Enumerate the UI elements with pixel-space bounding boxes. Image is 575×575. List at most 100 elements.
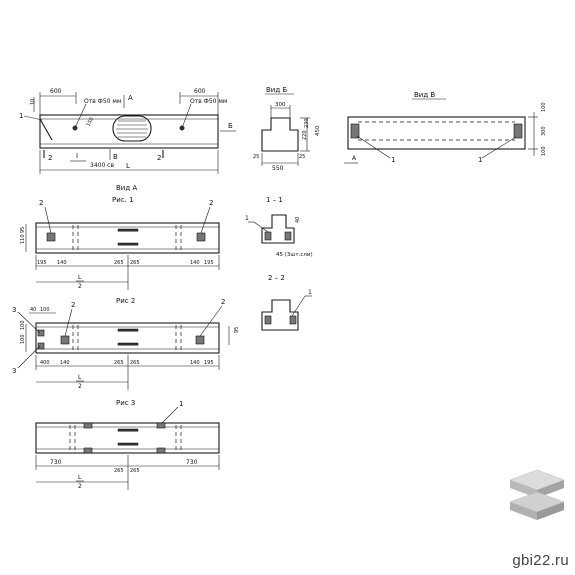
dim-220: 220 [302,130,308,140]
hole-right-marker [179,125,185,131]
fig1-label-2b: 2 [209,199,213,207]
fig1-dim-195b: 195 [204,260,214,266]
fig2-dim-100b: 100 [20,334,26,344]
logo-icon [509,469,565,520]
sec11-title: 1 – 1 [266,196,283,204]
sec22-insert-left [264,315,272,325]
fig2-insert-d [195,335,205,345]
view-v-label-1b: 1 [478,156,482,164]
insert-left [350,123,360,139]
fig1-label-2a: 2 [39,199,43,207]
hole-left-label: Отв Ф50 мм [84,98,121,105]
sec22-title: 2 – 2 [268,274,285,282]
fig2-label-2a: 2 [71,301,75,309]
cross-section-shape [261,117,299,152]
view-b-title: Вид Б [266,86,287,94]
figure-3: Рис 3 1 730 265 265 730 L 2 [35,399,220,490]
fig2-dim-100: 100 [40,307,50,313]
sec11-insert-right [284,231,292,241]
section-1-1: 1 – 1 1 40 45 (3шт.сли) [245,196,313,258]
view-v-label-1a: 1 [391,156,395,164]
sec11-insert-left [264,231,272,241]
dim-v-300: 300 [541,126,547,136]
view-v: Вид В 1 1 А 100 300 100 [344,91,547,164]
view-v-outline [347,116,526,150]
fig3-frac-L: L [78,474,82,481]
dim-230: 230 [304,118,310,128]
fig3-beam [35,422,220,454]
fig2-label-3b: 3 [12,367,16,375]
sec11-shape [261,214,295,244]
figure-2: Рис 2 2 2 3 3 40 100 100 100 95 400 [12,297,240,390]
figure-1: Вид А Рис. 1 2 2 110 95 195 140 265 265 … [20,184,220,290]
fig1-subtitle: Рис. 1 [112,196,134,204]
fig1-insert-right [196,232,206,242]
fig1-dim-265a: 265 [114,260,124,266]
spacing-3400: 3400 св [90,162,114,169]
fig2-dim-100c: 100 [20,320,26,330]
sec11-dim-40: 40 [295,217,301,223]
dim-25-right: 25 [299,154,305,160]
fig1-dim-195: 195 [37,260,47,266]
fig1-beam [35,222,220,254]
fig3-title: Рис 3 [116,399,135,407]
fig3-insert-bl [83,447,93,454]
fig3-label-1: 1 [179,400,183,408]
fig3-frac-2: 2 [78,483,82,490]
fig1-grip-top [117,228,139,232]
length-L: L [126,162,130,170]
fig3-dim-265a: 265 [114,468,124,474]
dim-25-left: 25 [253,154,259,160]
watermark: gbi22.ru [512,552,569,569]
dim-450: 450 [315,125,321,136]
mark-v: В [113,153,118,161]
fig3-dim-730a: 730 [50,459,62,466]
section-2-2: 2 – 2 1 [261,274,312,331]
fig2-dim-95: 95 [234,327,240,333]
fig2-dim-140: 140 [60,360,70,366]
dim-150: 150 [85,116,95,127]
fig1-title: Вид А [116,184,137,192]
fig2-beam [35,322,220,354]
section-2-mark: 2 [48,154,52,162]
fig3-grip-top [117,428,139,432]
fig3-dim-730b: 730 [186,459,198,466]
fig2-insert-c [60,335,70,345]
fig2-insert-b [37,342,45,350]
fig2-dim-140b: 140 [190,360,200,366]
fig2-title: Рис 2 [116,297,135,305]
fig1-grip-bottom [117,242,139,246]
dim-600-left: 600 [50,88,62,95]
beam-outline [39,114,219,149]
section-I-mark: I [76,152,78,160]
fig2-dim-265b: 265 [130,360,140,366]
fig1-insert-left [46,232,56,242]
fig2-dim-40: 40 [30,307,36,313]
view-v-title: Вид В [414,91,435,99]
dim-v-100-top: 100 [541,102,547,112]
hole-right-label: Отв Ф50 мм [190,98,227,105]
view-b: Вид Б 300 220 230 450 550 25 25 [253,86,321,172]
sec22-insert-right [289,315,297,325]
fig3-grip-bottom [117,442,139,446]
view-v-mark-a: А [352,155,357,162]
fig1-dim-95: 95 [20,227,26,233]
fig1-dim-110: 110 [20,234,26,244]
fig3-insert-tr [156,422,166,429]
dim-10: 10 [30,99,36,105]
fig2-dim-400: 400 [40,360,50,366]
grip-opening [112,115,152,142]
fig1-dim-265b: 265 [130,260,140,266]
fig2-grip-bottom [117,342,139,346]
fig3-insert-tl [83,422,93,429]
fig1-dim-140b: 140 [190,260,200,266]
fig3-insert-br [156,447,166,454]
fig3-dim-265b: 265 [130,468,140,474]
fig1-frac-L: L [78,274,82,281]
fig2-frac-L: L [78,374,82,381]
fig1-frac-2: 2 [78,283,82,290]
main-view: 600 600 Отв Ф50 мм Отв Ф50 мм А Б 10 150… [19,88,236,174]
mark-b: Б [228,122,233,130]
sec11-label-1: 1 [245,215,249,222]
dim-300: 300 [275,102,286,108]
